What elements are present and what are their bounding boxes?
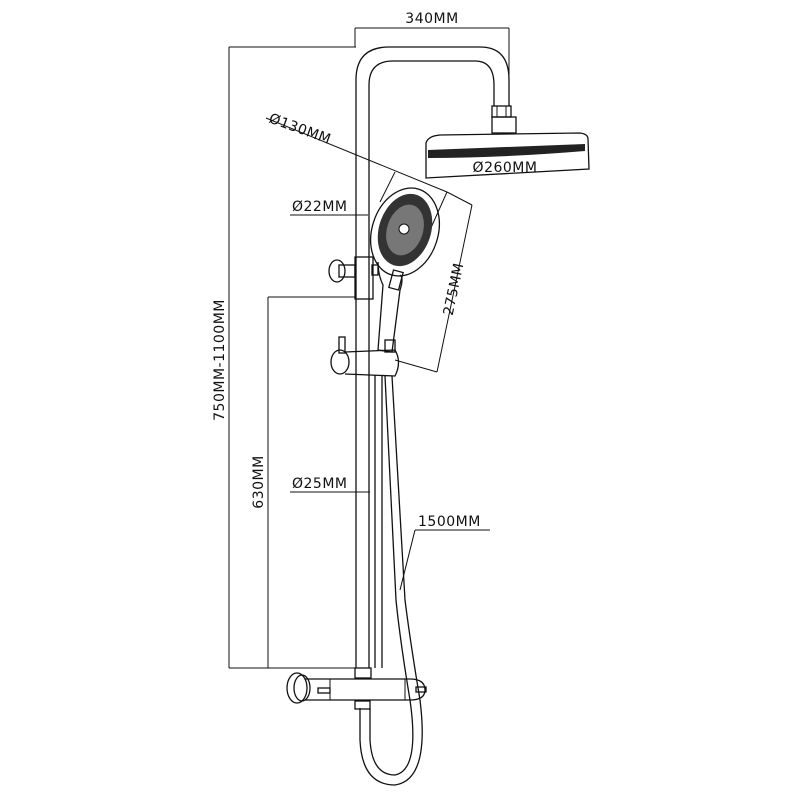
lower-pipe-diameter-callout: Ø25MM — [290, 476, 370, 493]
hose-length-label: 1500MM — [418, 514, 481, 530]
slide-height-label: 630MM — [251, 455, 267, 508]
hand-shower — [370, 187, 440, 353]
height-range-dimension: 750MM-1100MM — [212, 46, 356, 669]
slide-height-dimension: 630MM — [251, 296, 356, 668]
upper-pipe-diameter-label: Ø22MM — [292, 199, 348, 215]
height-range-label: 750MM-1100MM — [212, 299, 228, 421]
lower-pipe-diameter-label: Ø25MM — [292, 476, 348, 492]
overhead-diameter-label: Ø260MM — [473, 160, 538, 176]
riser-pipe — [355, 46, 510, 668]
arm-length-label: 340MM — [405, 11, 458, 27]
shower-hose: 1500MM — [359, 375, 490, 786]
slider-holder — [330, 336, 400, 377]
slide-rail — [374, 375, 383, 668]
hand-shower-length-label: 275MM — [441, 261, 468, 317]
overhead-shower: Ø260MM — [425, 105, 590, 179]
arm-length-dimension: 340MM — [354, 11, 510, 100]
upper-pipe-diameter-callout: Ø22MM — [290, 199, 368, 216]
wall-bracket — [328, 256, 379, 300]
hand-shower-diameter-label: Ø130MM — [267, 111, 333, 148]
thermostatic-mixer — [286, 667, 427, 710]
